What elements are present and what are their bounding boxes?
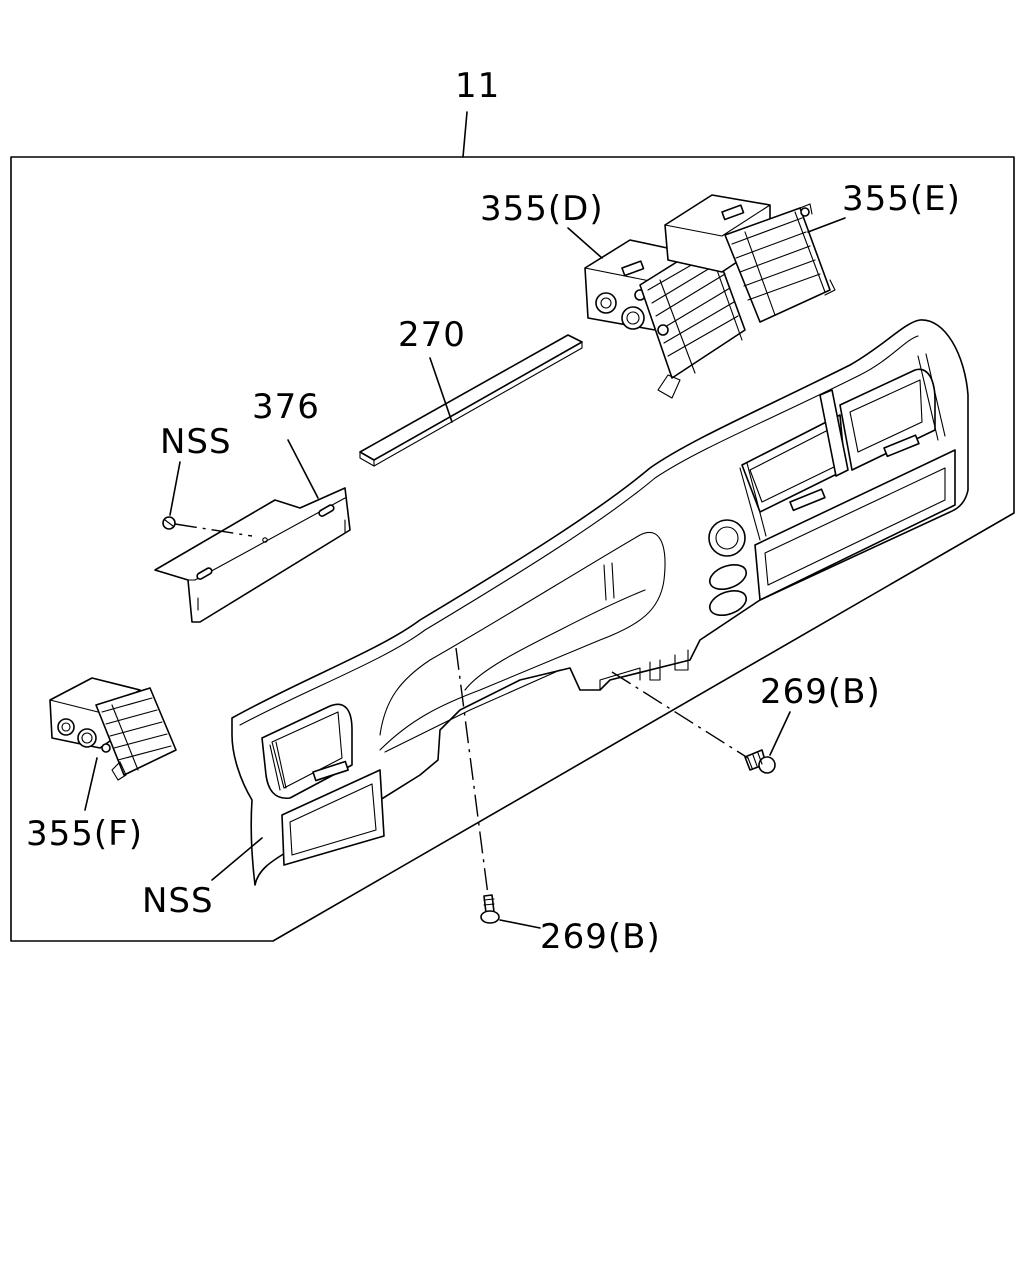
callout-355-d: 355(D) (480, 189, 604, 229)
leader-376 (287, 439, 319, 499)
screw-269-b-bottom (480, 894, 500, 924)
callout-355-f: 355(F) (26, 814, 143, 854)
leader-nss-clip (169, 461, 181, 516)
leader-355-d (567, 227, 603, 259)
bracket-376 (154, 487, 351, 623)
vent-355-e (664, 194, 836, 323)
leader-269-b-bottom (499, 919, 541, 929)
callout-355-e: 355(E) (842, 179, 961, 219)
leader-11 (462, 111, 468, 158)
leader-nss-panel (211, 837, 263, 881)
leader-269-b-right (769, 711, 791, 756)
vent-355-f (49, 677, 177, 781)
vent-355-d (584, 239, 746, 399)
leader-270 (429, 357, 453, 423)
callout-270: 270 (398, 315, 466, 355)
callout-nss-panel: NSS (142, 881, 214, 921)
callout-nss-clip: NSS (160, 422, 232, 462)
instrument-panel (231, 319, 969, 886)
assembly-frame (10, 156, 1015, 942)
strip-270 (359, 334, 583, 467)
callout-269-b-bottom: 269(B) (540, 917, 661, 957)
leader-355-e (807, 217, 846, 233)
leader-355-f (84, 757, 98, 811)
callout-376: 376 (252, 387, 320, 427)
callout-11: 11 (455, 66, 500, 106)
screw-269-b-right (744, 749, 776, 774)
callout-269-b-right: 269(B) (760, 672, 881, 712)
